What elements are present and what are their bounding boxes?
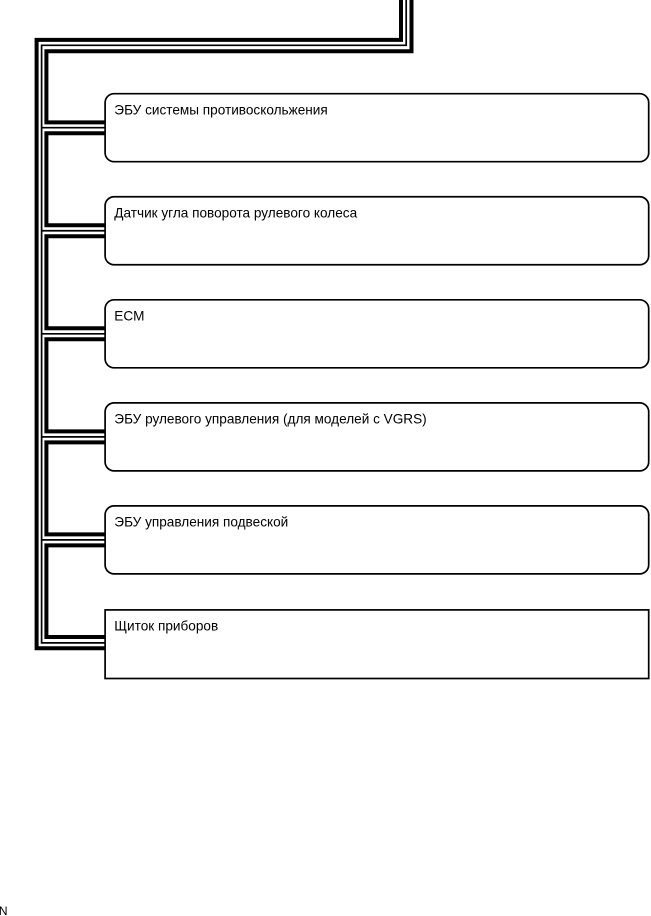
svg-text:ECM: ECM (114, 308, 144, 323)
svg-text:N: N (0, 904, 7, 916)
svg-text:Щиток приборов: Щиток приборов (114, 618, 218, 633)
svg-text:ЭБУ рулевого управления (для м: ЭБУ рулевого управления (для моделей с V… (114, 412, 426, 427)
svg-text:ЭБУ системы противоскольжения: ЭБУ системы противоскольжения (114, 102, 327, 117)
svg-text:ЭБУ управления подвеской: ЭБУ управления подвеской (114, 515, 288, 530)
svg-text:Датчик угла поворота рулевого: Датчик угла поворота рулевого колеса (114, 205, 357, 220)
